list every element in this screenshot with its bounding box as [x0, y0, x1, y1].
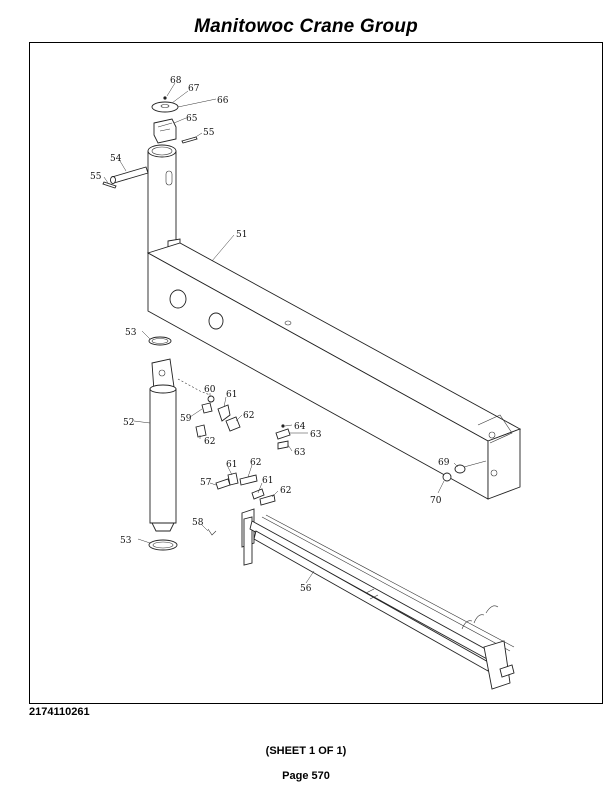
- callout-69: 69: [438, 458, 450, 468]
- main-beam-part: [146, 242, 522, 500]
- callout-66: 66: [217, 96, 229, 106]
- callout-61-b: 61: [226, 460, 237, 470]
- callout-63: 63: [310, 430, 322, 440]
- lower-fittings-part: [207, 472, 276, 536]
- pin-54-part: [110, 166, 149, 184]
- callout-62-b: 62: [204, 437, 215, 447]
- callout-63-b: 63: [294, 448, 306, 458]
- callout-60: 60: [204, 385, 216, 395]
- pin-part: [181, 136, 198, 144]
- diagram-frame: 68 67 66 65 55 54 55 51 53 52 60 61 59 6…: [29, 42, 603, 704]
- callout-61-c: 61: [262, 476, 273, 486]
- pin-left-part: [102, 181, 117, 189]
- page-number: Page 570: [282, 770, 330, 782]
- callout-55: 55: [203, 128, 215, 138]
- callout-62: 62: [243, 411, 254, 421]
- page-title: Manitowoc Crane Group: [194, 16, 418, 37]
- sheet-indicator: (SHEET 1 OF 1): [265, 745, 347, 757]
- callout-53-b: 53: [120, 536, 132, 546]
- callout-64: 64: [294, 422, 306, 432]
- callout-62-d: 62: [280, 486, 291, 496]
- fittings-part: [177, 378, 291, 450]
- document-number: 2174110261: [29, 706, 90, 718]
- callout-70: 70: [430, 496, 442, 506]
- callout-54: 54: [110, 154, 122, 164]
- callout-51: 51: [236, 230, 247, 240]
- callout-68: 68: [170, 76, 182, 86]
- callout-61: 61: [226, 390, 237, 400]
- callout-58: 58: [192, 518, 204, 528]
- parts-diagram: 68 67 66 65 55 54 55 51 53 52 60 61 59 6…: [90, 76, 522, 690]
- callout-59: 59: [180, 414, 192, 424]
- callout-57: 57: [200, 478, 212, 488]
- callout-56: 56: [300, 584, 312, 594]
- leader-lines: [103, 82, 459, 584]
- callout-65: 65: [186, 114, 198, 124]
- callout-52: 52: [123, 418, 134, 428]
- ring-top-part: [148, 336, 172, 346]
- callout-53: 53: [125, 328, 137, 338]
- bolt-part: [442, 460, 487, 482]
- lift-cylinder-part: [149, 358, 177, 532]
- cap-plate-part: [151, 96, 179, 113]
- callout-55-left: 55: [90, 172, 102, 182]
- extension-cylinder-part: [241, 508, 515, 690]
- ring-bottom-part: [148, 539, 178, 551]
- bracket-part: [153, 118, 177, 144]
- callout-67: 67: [188, 84, 200, 94]
- callout-62-c: 62: [250, 458, 261, 468]
